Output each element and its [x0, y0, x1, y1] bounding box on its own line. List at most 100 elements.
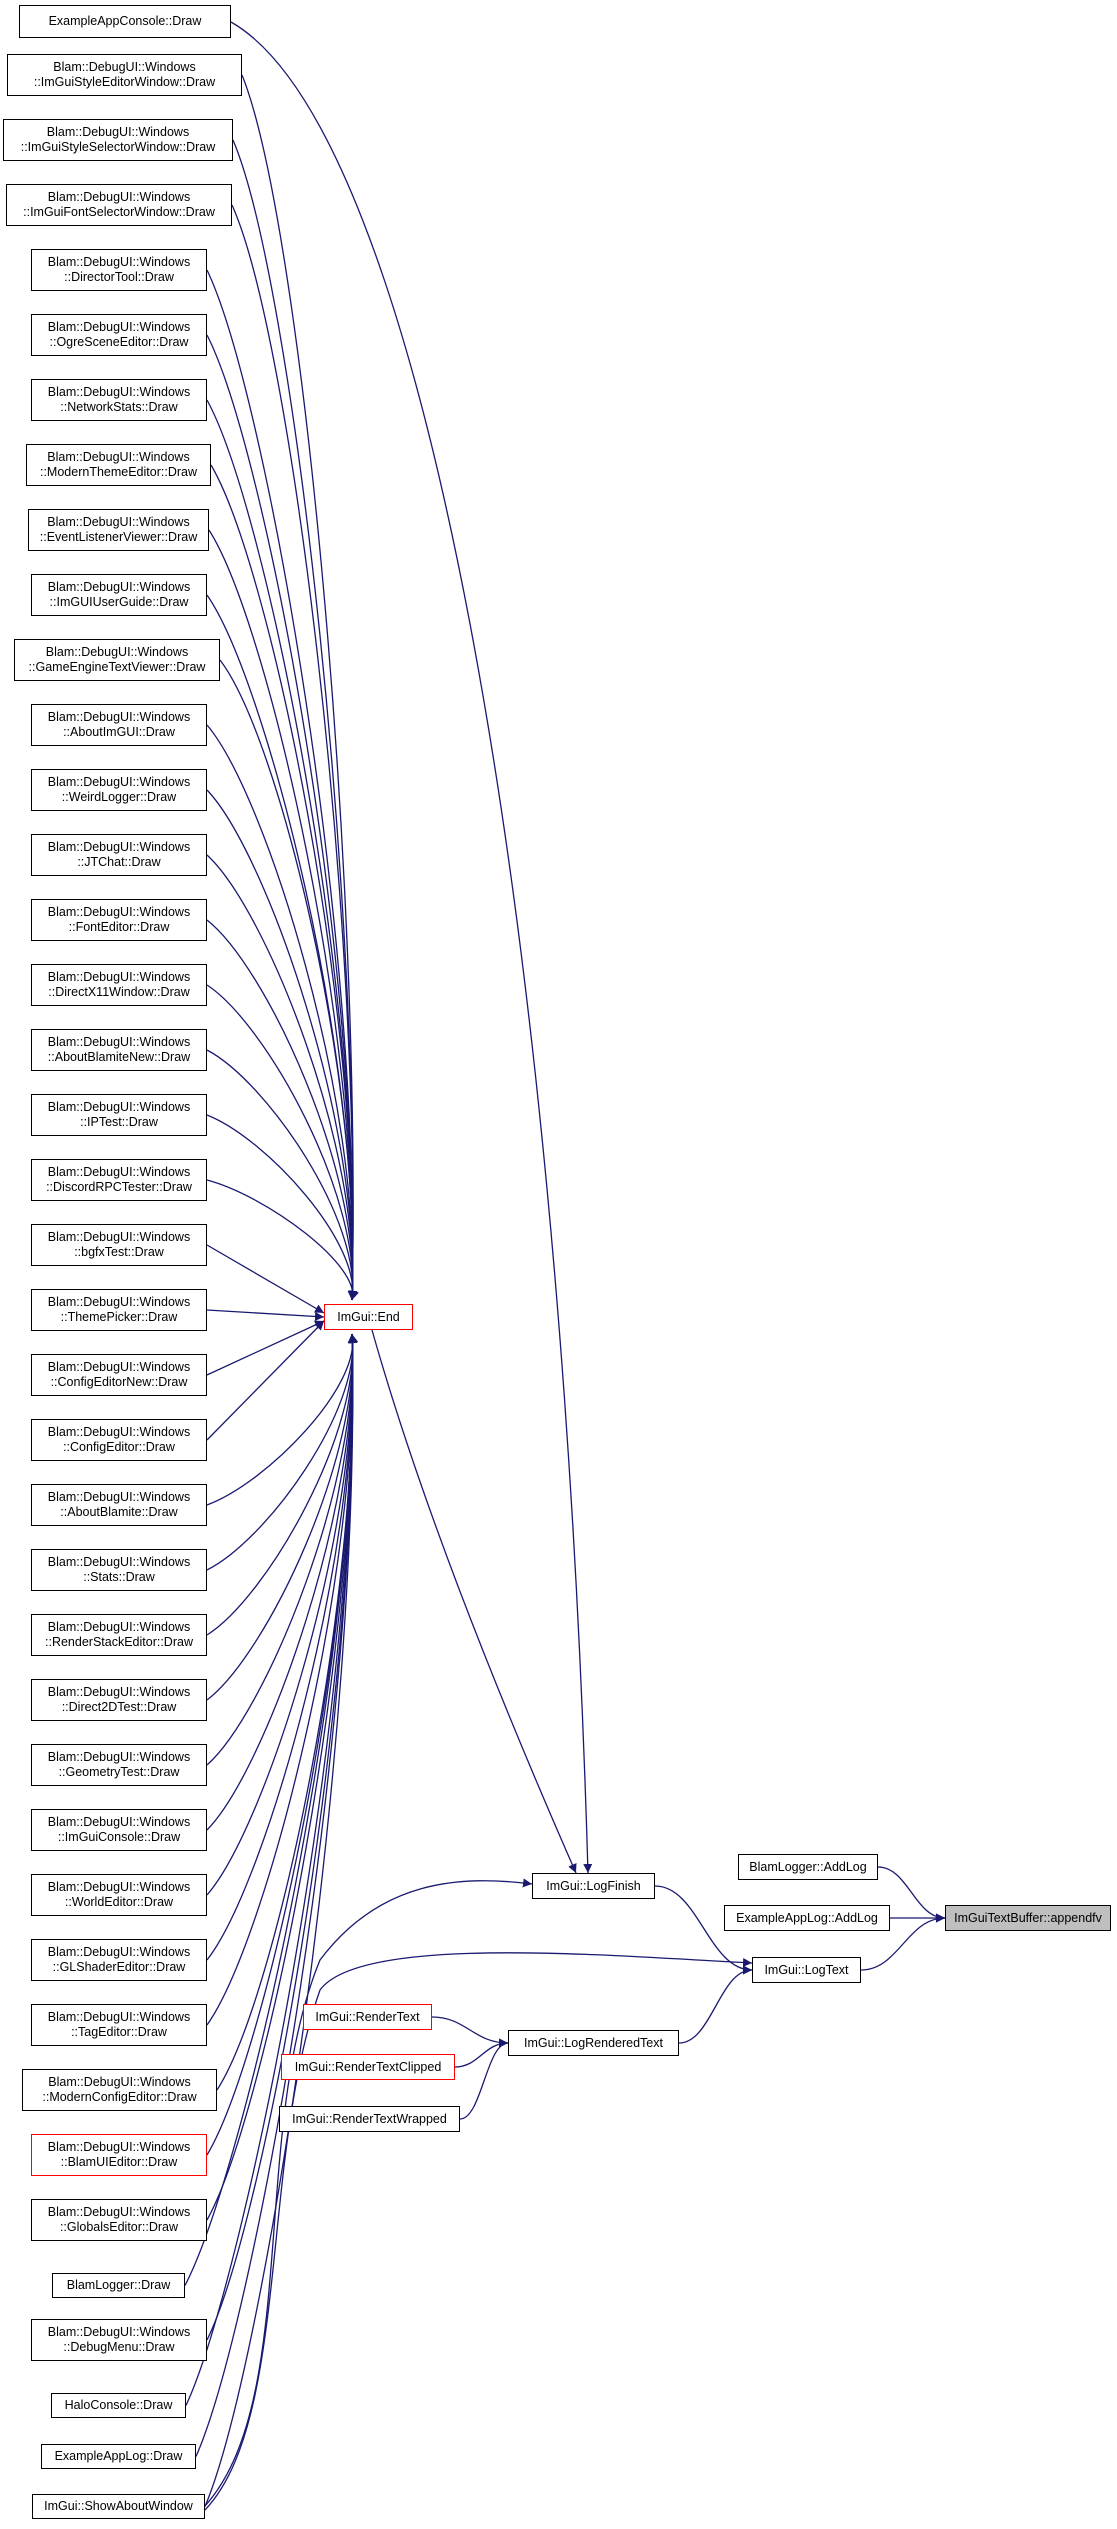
graph-node[interactable]: Blam::DebugUI::Windows::ModernThemeEdito…	[26, 444, 211, 486]
node-label-line: ::DirectorTool::Draw	[64, 270, 174, 284]
graph-node[interactable]: Blam::DebugUI::Windows::bgfxTest::Draw	[31, 1224, 207, 1266]
graph-node[interactable]: Blam::DebugUI::Windows::ImGuiStyleEditor…	[7, 54, 242, 96]
graph-node[interactable]: Blam::DebugUI::Windows::ImGUIUserGuide::…	[31, 574, 207, 616]
node-label-line: ExampleAppLog::Draw	[54, 2449, 183, 2463]
node-label-line: ImGui::ShowAboutWindow	[44, 2499, 193, 2513]
node-label-line: ::ModernThemeEditor::Draw	[39, 465, 197, 479]
node-label-line: ::ImGuiConsole::Draw	[57, 1830, 181, 1844]
graph-node[interactable]: Blam::DebugUI::Windows::TagEditor::Draw	[31, 2004, 207, 2046]
call-edge	[206, 1320, 325, 1441]
graph-node[interactable]: Blam::DebugUI::Windows::DebugMenu::Draw	[31, 2319, 207, 2361]
call-edge	[208, 529, 357, 1301]
call-edge	[654, 1885, 753, 1975]
graph-node[interactable]: Blam::DebugUI::Windows::AboutBlamiteNew:…	[31, 1029, 207, 1071]
node-label-line: ImGui::LogText	[764, 1962, 849, 1977]
graph-node[interactable]: Blam::DebugUI::Windows::AboutBlamite::Dr…	[31, 1484, 207, 1526]
graph-node[interactable]: ImGui::LogFinish	[532, 1873, 655, 1899]
node-label-line: ::GLShaderEditor::Draw	[52, 1960, 186, 1974]
graph-node[interactable]: Blam::DebugUI::Windows::RenderStackEdito…	[31, 1614, 207, 1656]
graph-node[interactable]: Blam::DebugUI::Windows::EventListenerVie…	[28, 509, 209, 551]
node-label-line: ::bgfxTest::Draw	[74, 1245, 164, 1259]
graph-node[interactable]: Blam::DebugUI::Windows::IPTest::Draw	[31, 1094, 207, 1136]
graph-node[interactable]: Blam::DebugUI::Windows::DirectX11Window:…	[31, 964, 207, 1006]
graph-node[interactable]: Blam::DebugUI::Windows::DiscordRPCTester…	[31, 1159, 207, 1201]
node-label-line: Blam::DebugUI::Windows	[47, 320, 191, 334]
graph-node[interactable]: HaloConsole::Draw	[51, 2393, 186, 2418]
graph-node[interactable]: Blam::DebugUI::Windows::FontEditor::Draw	[31, 899, 207, 941]
node-label-line: ImGui::LogRenderedText	[524, 2035, 663, 2050]
graph-node[interactable]: BlamLogger::AddLog	[738, 1854, 878, 1880]
graph-node[interactable]: ImGui::LogText	[752, 1957, 861, 1983]
graph-node[interactable]: ImGui::End	[324, 1304, 413, 1330]
call-edge	[206, 984, 358, 1301]
call-edge	[206, 789, 358, 1301]
graph-node[interactable]: Blam::DebugUI::Windows::ImGuiFontSelecto…	[6, 184, 232, 226]
call-edge	[206, 1333, 358, 1831]
node-label-line: ::DiscordRPCTester::Draw	[46, 1180, 192, 1194]
graph-node[interactable]: Blam::DebugUI::Windows::BlamUIEditor::Dr…	[31, 2134, 207, 2176]
graph-node[interactable]: Blam::DebugUI::Windows::Direct2DTest::Dr…	[31, 1679, 207, 1721]
node-label-line: ::WeirdLogger::Draw	[61, 790, 177, 804]
graph-node[interactable]: ExampleAppConsole::Draw	[19, 5, 231, 38]
node-label-line: ImGuiTextBuffer::appendfv	[954, 1910, 1102, 1925]
node-label-line: ImGui::RenderTextWrapped	[292, 2111, 447, 2126]
node-label-line: ::ImGuiFontSelectorWindow::Draw	[23, 205, 215, 219]
graph-node[interactable]: Blam::DebugUI::Windows::GLShaderEditor::…	[31, 1939, 207, 1981]
graph-node[interactable]: Blam::DebugUI::Windows::Stats::Draw	[31, 1549, 207, 1591]
call-edge	[231, 204, 357, 1301]
graph-node[interactable]: Blam::DebugUI::Windows::WorldEditor::Dra…	[31, 1874, 207, 1916]
graph-node[interactable]: ImGui::ShowAboutWindow	[32, 2494, 205, 2519]
graph-node[interactable]: Blam::DebugUI::Windows::GeometryTest::Dr…	[31, 1744, 207, 1786]
node-label-line: ::ThemePicker::Draw	[60, 1310, 178, 1324]
call-edge	[206, 1309, 325, 1321]
graph-node[interactable]: Blam::DebugUI::Windows::AboutImGUI::Draw	[31, 704, 207, 746]
graph-node[interactable]: Blam::DebugUI::Windows::JTChat::Draw	[31, 834, 207, 876]
graph-node[interactable]: Blam::DebugUI::Windows::ModernConfigEdit…	[22, 2069, 217, 2111]
node-label-line: BlamLogger::AddLog	[749, 1859, 867, 1874]
call-edge	[431, 2016, 509, 2048]
graph-node[interactable]: ImGui::RenderTextClipped	[281, 2054, 455, 2080]
node-label-line: Blam::DebugUI::Windows	[47, 255, 191, 269]
node-label-line: ImGui::RenderTextClipped	[294, 2059, 442, 2074]
node-label-line: Blam::DebugUI::Windows	[47, 710, 191, 724]
graph-node[interactable]: ImGui::LogRenderedText	[508, 2030, 679, 2056]
node-label-line: HaloConsole::Draw	[64, 2398, 173, 2412]
node-label-line: ::TagEditor::Draw	[71, 2025, 167, 2039]
call-edge	[230, 21, 593, 1874]
graph-node[interactable]: BlamLogger::Draw	[52, 2273, 185, 2298]
node-label-line: Blam::DebugUI::Windows	[47, 1100, 191, 1114]
graph-node[interactable]: ExampleAppLog::Draw	[41, 2444, 196, 2469]
node-label-line: ::AboutBlamiteNew::Draw	[47, 1050, 191, 1064]
graph-node[interactable]: ImGui::RenderTextWrapped	[279, 2106, 460, 2132]
node-label-line: ::AboutBlamite::Draw	[60, 1505, 178, 1519]
node-label-line: ::IPTest::Draw	[80, 1115, 158, 1129]
graph-node[interactable]: Blam::DebugUI::Windows::OgreSceneEditor:…	[31, 314, 207, 356]
graph-node[interactable]: Blam::DebugUI::Windows::GlobalsEditor::D…	[31, 2199, 207, 2241]
call-edge	[206, 1333, 357, 1896]
node-label-line: ::RenderStackEditor::Draw	[45, 1635, 193, 1649]
graph-node[interactable]: Blam::DebugUI::Windows::ThemePicker::Dra…	[31, 1289, 207, 1331]
call-edge	[206, 1114, 358, 1301]
graph-node[interactable]: ExampleAppLog::AddLog	[724, 1905, 890, 1931]
graph-node[interactable]: Blam::DebugUI::Windows::WeirdLogger::Dra…	[31, 769, 207, 811]
node-label-line: ImGui::RenderText	[315, 2009, 420, 2024]
graph-node[interactable]: Blam::DebugUI::Windows::ImGuiStyleSelect…	[3, 119, 233, 161]
node-label-line: ::JTChat::Draw	[77, 855, 161, 869]
graph-node[interactable]: Blam::DebugUI::Windows::ImGuiConsole::Dr…	[31, 1809, 207, 1851]
graph-node[interactable]: Blam::DebugUI::Windows::ConfigEditorNew:…	[31, 1354, 207, 1396]
call-edge	[206, 1333, 359, 1506]
call-edge	[206, 1333, 357, 1961]
node-label-line: ::FontEditor::Draw	[68, 920, 170, 934]
call-edge	[241, 74, 357, 1301]
node-label-line: ::GlobalsEditor::Draw	[59, 2220, 179, 2234]
call-edge	[210, 464, 357, 1301]
node-label-line: ::NetworkStats::Draw	[60, 400, 178, 414]
node-label-line: Blam::DebugUI::Windows	[47, 1230, 191, 1244]
graph-node[interactable]: ImGui::RenderText	[303, 2004, 432, 2030]
node-label-line: Blam::DebugUI::Windows	[46, 125, 190, 139]
graph-node[interactable]: Blam::DebugUI::Windows::GameEngineTextVi…	[14, 639, 220, 681]
graph-node[interactable]: Blam::DebugUI::Windows::NetworkStats::Dr…	[31, 379, 207, 421]
graph-node[interactable]: Blam::DebugUI::Windows::ConfigEditor::Dr…	[31, 1419, 207, 1461]
graph-node[interactable]: Blam::DebugUI::Windows::DirectorTool::Dr…	[31, 249, 207, 291]
